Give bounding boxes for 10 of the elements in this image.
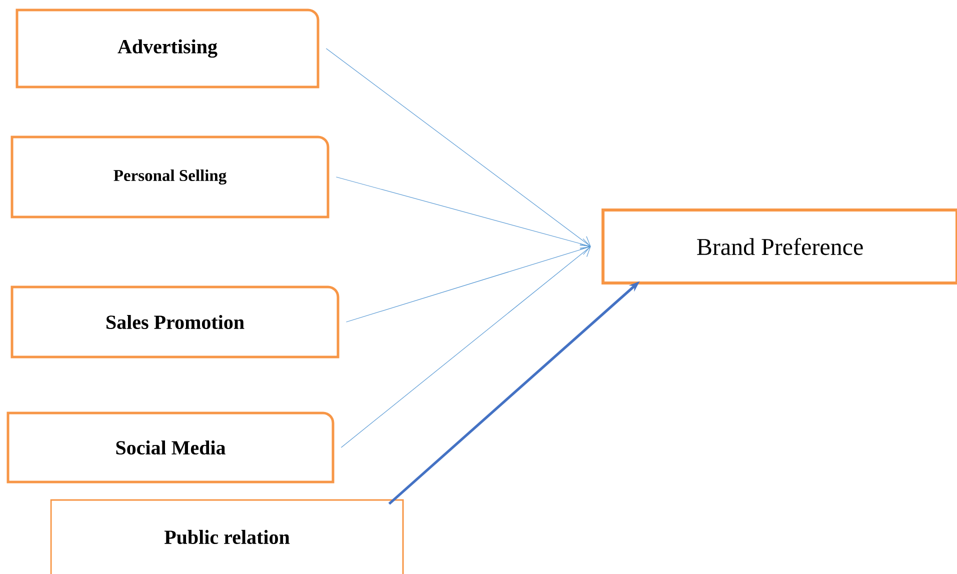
- text-box: Social Media: [6, 412, 334, 484]
- arrow: [326, 48, 591, 246]
- arrow: [340, 246, 591, 448]
- text-box: Advertising: [16, 8, 320, 88]
- text-box: Public relation: [50, 499, 404, 574]
- arrow: [336, 176, 591, 250]
- text-box: Brand Preference: [602, 208, 957, 284]
- arrow: [346, 244, 591, 322]
- text-box: Sales Promotion: [10, 286, 340, 358]
- text-box: Personal Selling: [10, 136, 330, 218]
